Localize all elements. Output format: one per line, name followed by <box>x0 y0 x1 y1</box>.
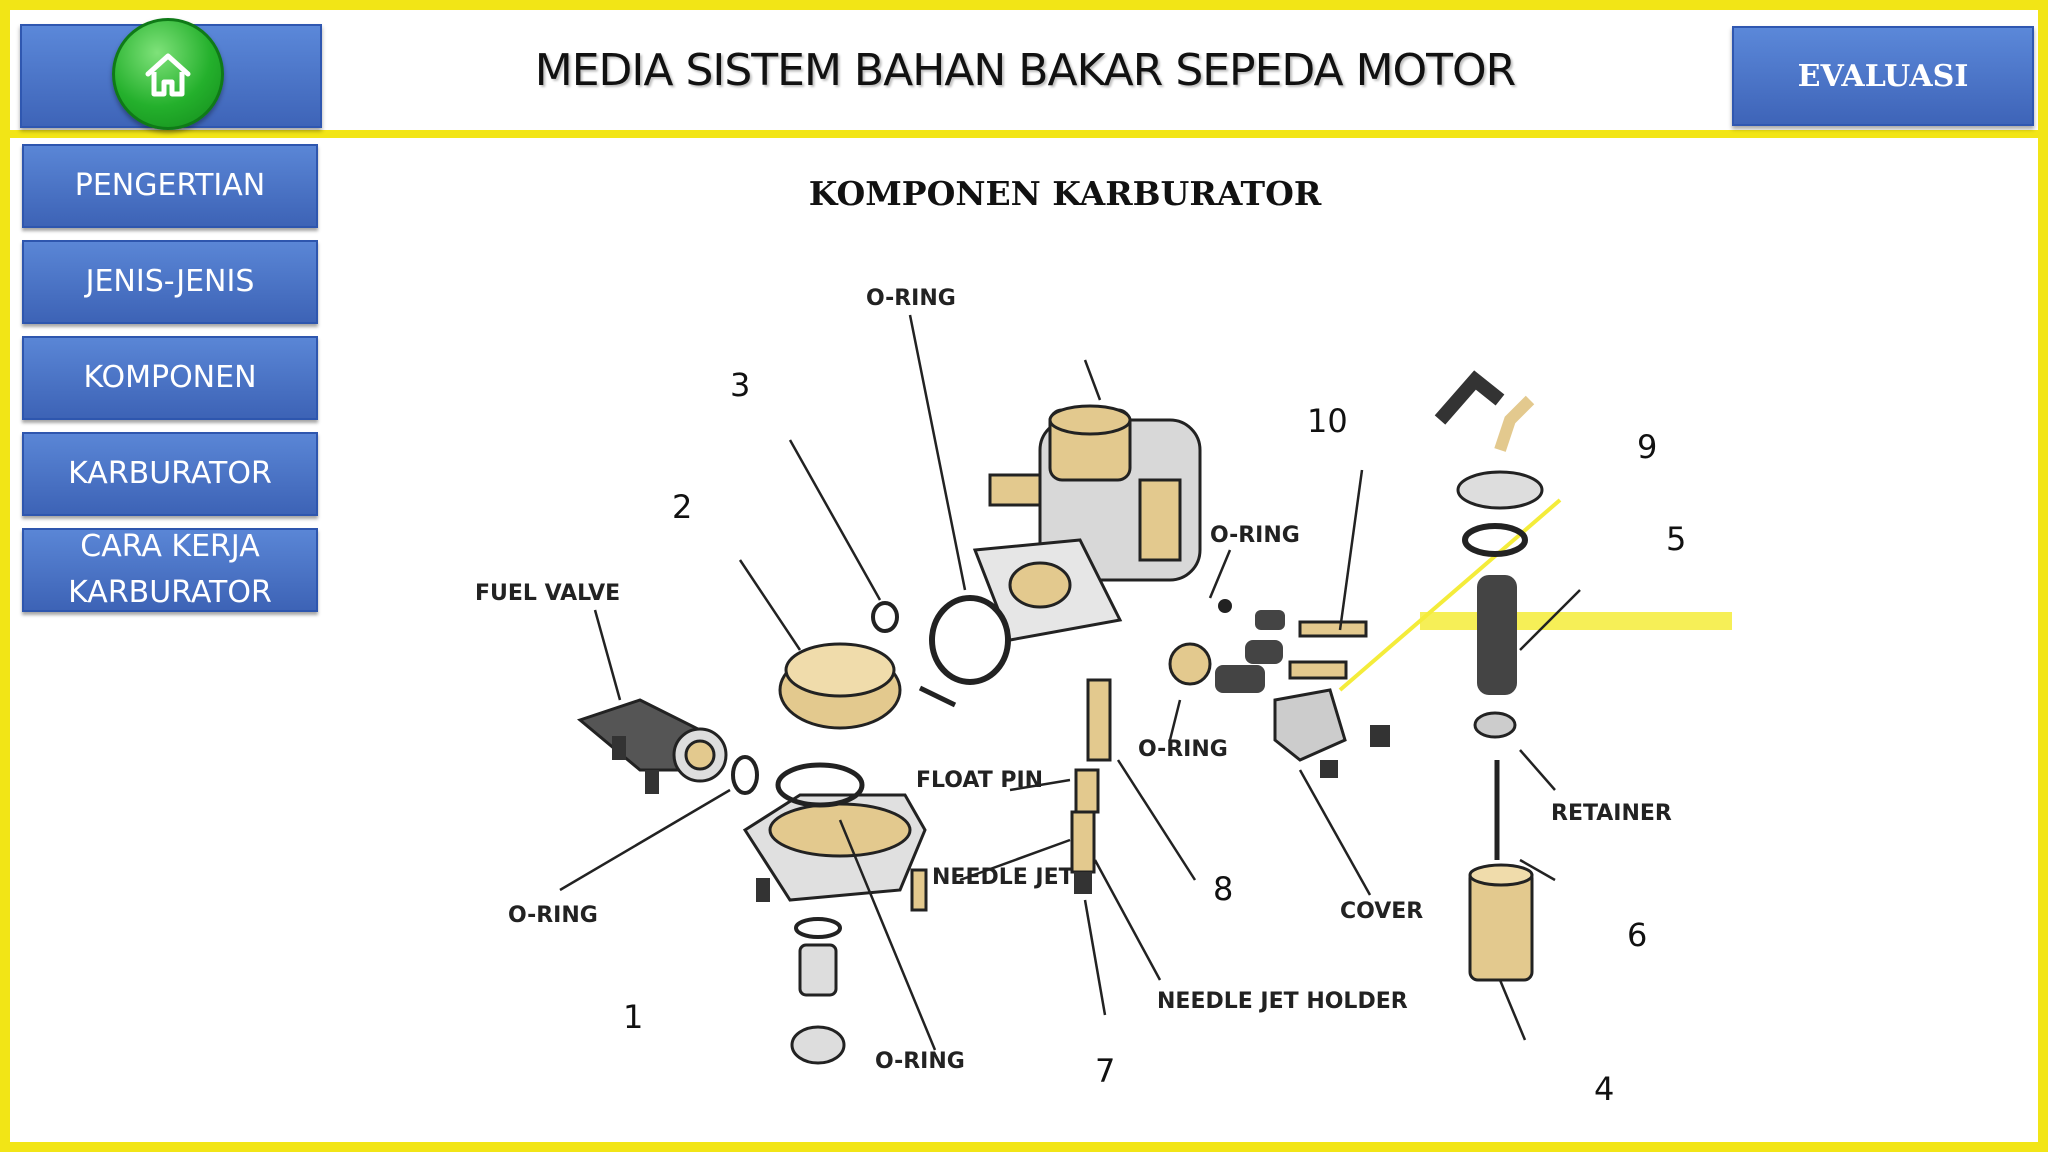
label-o-ring-mid: O-RING <box>1138 737 1228 762</box>
o-ring-small <box>871 601 899 633</box>
main-jet-part <box>910 678 1112 912</box>
page-title: MEDIA SISTEM BAHAN BAKAR SEPEDA MOTOR <box>534 44 1517 96</box>
number-4: 4 <box>1594 1070 1614 1100</box>
number-2: 2 <box>672 488 692 526</box>
label-needle-jet-holder: NEEDLE JET HOLDER <box>1157 989 1408 1014</box>
carburetor-body <box>972 404 1202 642</box>
home-icon <box>145 53 191 97</box>
number-1: 1 <box>623 998 643 1036</box>
number-3: 3 <box>730 366 750 404</box>
o-ring-fuel <box>731 755 759 795</box>
label-float-pin: FLOAT PIN <box>916 768 1043 793</box>
sidebar-item-komponen[interactable]: KOMPONEN <box>22 336 318 420</box>
label-needle-jet-text: NEEDLE JET <box>932 865 1074 890</box>
number-5: 5 <box>1666 520 1686 558</box>
sidebar-item-cara-kerja-karburator[interactable]: CARA KERJA KARBURATOR <box>22 528 318 612</box>
diagram-title: KOMPONEN KARBURATOR <box>808 174 1322 213</box>
float-part <box>778 642 957 730</box>
home-button[interactable] <box>112 18 224 130</box>
label-cover: COVER <box>1340 899 1423 924</box>
fuel-valve-part <box>576 698 728 794</box>
carburetor-exploded-diagram: FUEL VALVE O-RING O-RING O-RING O-RING O… <box>475 286 1732 1100</box>
throttle-slide-part <box>1434 370 1544 982</box>
label-retainer: RETAINER <box>1551 801 1672 826</box>
sidebar-item-karburator[interactable]: KARBURATOR <box>22 432 318 516</box>
sidebar-item-pengertian[interactable]: PENGERTIAN <box>22 144 318 228</box>
label-o-ring-top: O-RING <box>866 286 956 311</box>
number-9: 9 <box>1637 428 1657 466</box>
number-8: 8 <box>1213 870 1233 908</box>
highlight-diagonal <box>1338 498 1562 692</box>
pilot-screw-part <box>1168 599 1368 693</box>
number-6: 6 <box>1627 916 1647 954</box>
highlight-stripe <box>1420 612 1732 630</box>
float-bowl-part <box>742 762 927 1065</box>
cover-part <box>1273 688 1390 778</box>
label-fuel-valve: FUEL VALVE <box>475 581 620 606</box>
label-o-ring-bottom: O-RING <box>875 1049 965 1074</box>
label-o-ring-left: O-RING <box>508 903 598 928</box>
number-7: 7 <box>1095 1052 1115 1090</box>
evaluasi-button[interactable]: EVALUASI <box>1732 26 2034 126</box>
sidebar-nav: PENGERTIAN JENIS-JENIS KOMPONEN KARBURAT… <box>22 144 318 624</box>
label-o-ring-right: O-RING <box>1210 523 1300 548</box>
number-10: 10 <box>1307 402 1348 440</box>
o-ring-large <box>929 595 1011 685</box>
sidebar-item-jenis-jenis[interactable]: JENIS-JENIS <box>22 240 318 324</box>
label-needle-jet: NEEDLE JET <box>932 865 1074 890</box>
header-bar <box>0 0 2048 138</box>
